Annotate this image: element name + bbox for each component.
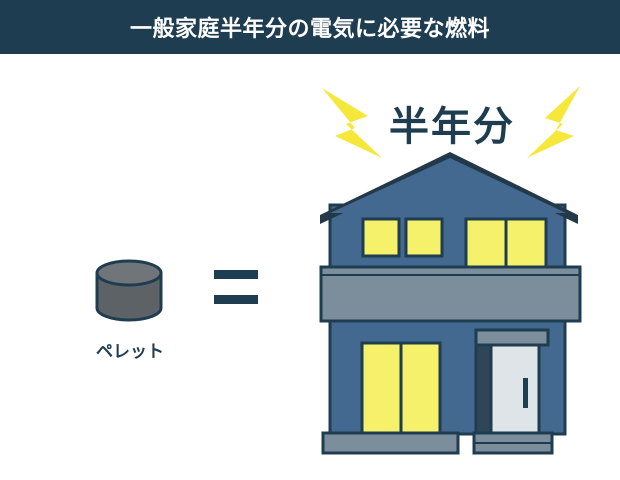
pellet-cylinder-icon: [95, 259, 163, 322]
pellet-label: ペレット: [96, 342, 164, 362]
lightning-left-icon: [322, 88, 382, 158]
period-label: 半年分: [389, 104, 515, 150]
equals-icon: [214, 270, 258, 304]
house-icon: [319, 152, 582, 455]
title-bar: 一般家庭半年分の電気に必要な燃料: [0, 0, 620, 54]
page-title: 一般家庭半年分の電気に必要な燃料: [129, 17, 490, 42]
lightning-right-icon: [527, 86, 580, 158]
